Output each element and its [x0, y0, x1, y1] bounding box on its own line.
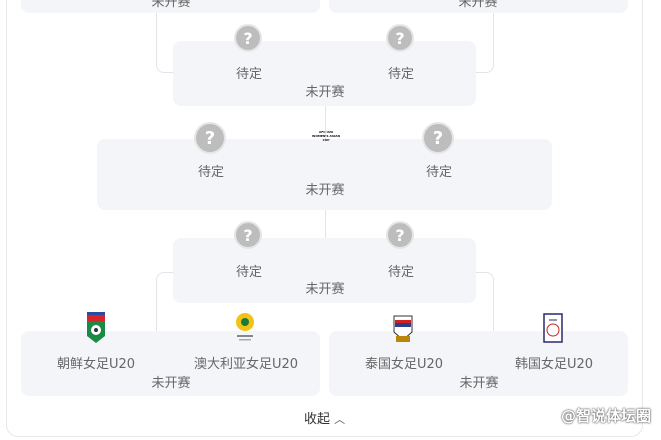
match-status: 未开赛 [151, 376, 191, 391]
match-status: 未开赛 [305, 282, 345, 297]
match-status: 未开赛 [458, 0, 498, 10]
collapse-button[interactable]: 收起 ︿ [304, 408, 345, 427]
team-name: 泰国女足U20 [364, 357, 444, 372]
question-icon: ? [422, 122, 454, 154]
match-box-semifinal-2[interactable] [173, 238, 476, 303]
connector [156, 272, 174, 331]
connector [325, 210, 326, 238]
north-korea-logo-icon [87, 312, 105, 343]
south-korea-logo-icon [543, 313, 563, 343]
collapse-label: 收起 [304, 412, 331, 427]
watermark: @智说体坛圈 [560, 407, 651, 425]
connector [476, 13, 494, 73]
team-name: 澳大利亚女足U20 [193, 357, 299, 372]
team-name: 韩国女足U20 [514, 357, 594, 372]
connector [325, 106, 326, 139]
question-icon: ? [234, 221, 262, 249]
thailand-logo-icon [393, 315, 413, 342]
team-name: 朝鲜女足U20 [56, 357, 136, 372]
question-icon: ? [386, 221, 414, 249]
match-box-qf-bottom-left[interactable] [21, 331, 320, 396]
match-box-qf-top-left[interactable] [21, 0, 320, 13]
team-name: 待定 [425, 165, 453, 180]
question-icon: ? [234, 24, 262, 52]
match-box-qf-top-right[interactable] [329, 0, 628, 13]
connector [476, 272, 494, 331]
team-name: 待定 [197, 165, 225, 180]
match-box-qf-bottom-right[interactable] [329, 331, 628, 396]
team-name: 待定 [387, 265, 415, 280]
australia-logo-icon [236, 313, 254, 341]
cup-logo: AFC U20 WOMEN'S ASIAN CUP [312, 130, 340, 142]
match-status: 未开赛 [305, 183, 345, 198]
chevron-up-icon: ︿ [334, 413, 346, 426]
question-icon: ? [386, 24, 414, 52]
question-icon: ? [194, 122, 226, 154]
match-status: 未开赛 [305, 85, 345, 100]
team-name: 待定 [235, 265, 263, 280]
team-name: 待定 [235, 67, 263, 82]
connector [156, 13, 174, 73]
team-name: 待定 [387, 67, 415, 82]
match-status: 未开赛 [151, 0, 191, 10]
match-box-semifinal[interactable] [173, 41, 476, 106]
bracket-card [6, 0, 643, 437]
match-status: 未开赛 [459, 376, 499, 391]
match-box-final[interactable] [97, 139, 552, 210]
